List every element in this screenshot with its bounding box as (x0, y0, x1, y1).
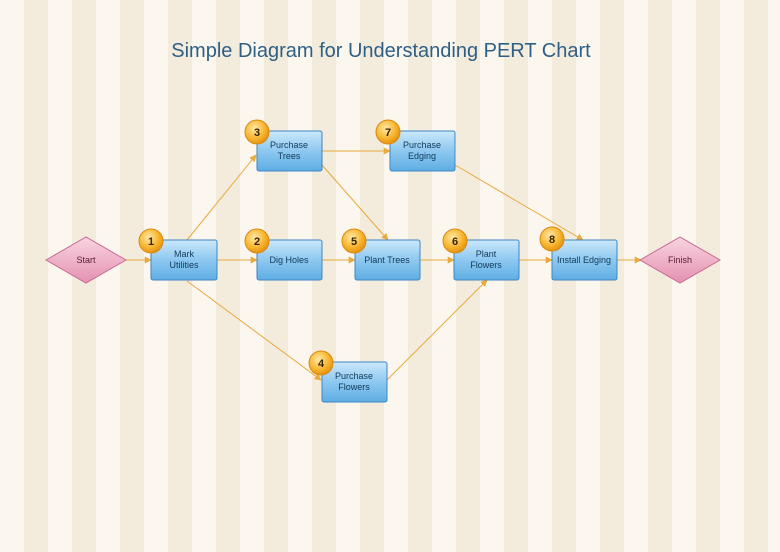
task-number-badge (138, 228, 164, 254)
task-label-line: Plant (476, 249, 497, 259)
task-label-line: Mark (174, 249, 194, 259)
task-label-line: Edging (408, 151, 436, 161)
task-dig-holes[interactable]: Dig Holes 2 (244, 228, 323, 281)
edge-1-3 (186, 154, 257, 241)
task-number: 5 (351, 236, 357, 248)
task-plant-flowers[interactable]: Plant Flowers 6 (442, 228, 520, 281)
start-label: Start (76, 255, 96, 265)
task-purchase-trees[interactable]: Purchase Trees 3 (244, 119, 323, 172)
task-label-line: Utilities (169, 260, 199, 270)
task-label-line: Flowers (470, 260, 502, 270)
finish-node[interactable]: Finish (638, 236, 722, 284)
task-number: 8 (549, 234, 555, 246)
edge-7-8 (454, 164, 584, 241)
task-mark-utilities[interactable]: Mark Utilities 1 (138, 228, 218, 281)
task-install-edging[interactable]: Install Edging 8 (539, 226, 618, 281)
task-label-line: Purchase (270, 140, 308, 150)
task-number-badge (244, 119, 270, 145)
task-plant-trees[interactable]: Plant Trees 5 (341, 228, 421, 281)
task-label-line: Dig Holes (269, 255, 309, 265)
task-label-line: Plant Trees (364, 255, 410, 265)
task-number-badge (308, 350, 334, 376)
task-number-badge (539, 226, 565, 252)
task-number-badge (341, 228, 367, 254)
task-number: 7 (385, 127, 391, 139)
task-number: 6 (452, 236, 458, 248)
start-node[interactable]: Start (44, 236, 128, 284)
task-label-line: Trees (278, 151, 301, 161)
task-label-line: Purchase (335, 371, 373, 381)
task-number: 4 (318, 358, 325, 370)
task-purchase-flowers[interactable]: Purchase Flowers 4 (308, 350, 388, 403)
task-number: 2 (254, 236, 260, 248)
task-number: 3 (254, 127, 260, 139)
task-label-line: Install Edging (557, 255, 611, 265)
task-number: 1 (148, 236, 154, 248)
diagram-title: Simple Diagram for Understanding PERT Ch… (171, 40, 591, 62)
finish-label: Finish (668, 255, 692, 265)
task-number-badge (375, 119, 401, 145)
task-label-line: Flowers (338, 382, 370, 392)
task-purchase-edging[interactable]: Purchase Edging 7 (375, 119, 456, 172)
task-number-badge (442, 228, 468, 254)
task-number-badge (244, 228, 270, 254)
edge-3-5 (321, 164, 389, 241)
edge-4-6 (386, 279, 488, 381)
task-label-line: Purchase (403, 140, 441, 150)
edge-1-4 (186, 280, 322, 381)
